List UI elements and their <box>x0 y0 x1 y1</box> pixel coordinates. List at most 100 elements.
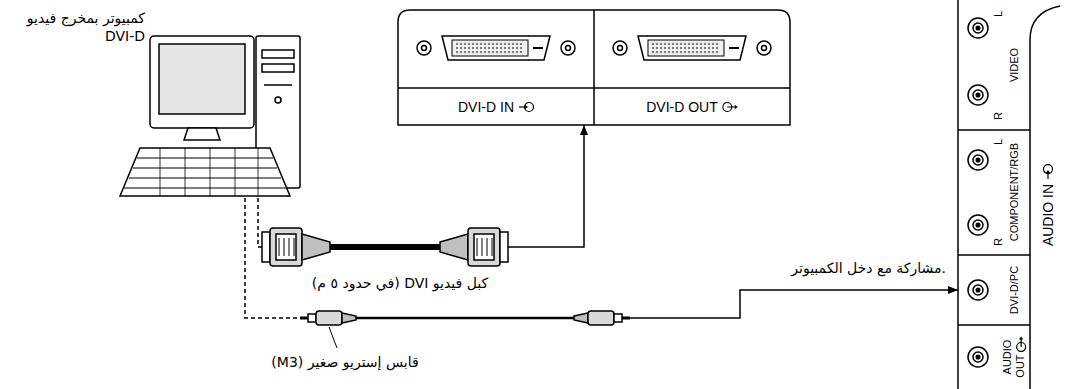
computer-illustration <box>120 36 300 196</box>
port-label: DVI-D IN <box>458 99 514 115</box>
computer-label: كمبيوتر بمخرج فيديو DVI-D <box>27 10 145 44</box>
icon-part <box>525 105 528 109</box>
top-connector-panel <box>398 10 790 125</box>
channel-label: L <box>992 11 1004 17</box>
video-jacks: VIDEO L R <box>958 0 1030 130</box>
top-connector-panel <box>593 10 595 125</box>
audio-jack <box>973 155 983 165</box>
dvi-socket <box>452 40 528 56</box>
dvi-out-port: DVI-D OUT <box>594 10 790 125</box>
audio-panel-outline <box>1030 6 1060 389</box>
computer-illustration <box>124 158 286 188</box>
channel-label-wrap: L <box>992 11 1004 17</box>
audio-jack <box>968 150 988 170</box>
leader-line <box>329 327 337 348</box>
part-label: قابس إستريو صغير (M3) <box>269 353 420 371</box>
dvi-socket <box>422 46 427 51</box>
computer-illustration <box>264 84 292 86</box>
computer-illustration <box>160 148 258 196</box>
icon-part <box>1047 172 1048 179</box>
port-label: DVI-D OUT <box>646 99 718 115</box>
dvi-socket <box>417 36 575 60</box>
arrow-head <box>580 125 588 135</box>
mini-stereo-cable <box>588 311 614 325</box>
dvi-socket <box>456 44 524 52</box>
icon-part <box>525 103 534 112</box>
mini-stereo-cable <box>622 317 630 320</box>
audio-jack <box>973 90 983 100</box>
jack-label: DVI-D/PC <box>1008 266 1020 314</box>
wire <box>268 125 584 247</box>
dvi-socket <box>652 44 720 52</box>
audio-jack <box>968 280 988 300</box>
audio-jack <box>973 23 983 33</box>
dvi-cable <box>279 238 294 256</box>
audio-jack <box>968 347 988 367</box>
dvi-socket <box>762 46 767 51</box>
port-label-wrap: DVI-D OUT <box>646 99 738 115</box>
cable-label: مشاركة مع دخل الكمبيوتر. <box>789 259 948 277</box>
computer-node: كمبيوتر بمخرج فيديو DVI-D <box>15 5 300 198</box>
dvi-cable <box>276 234 296 260</box>
dvi-socket <box>618 46 623 51</box>
jack-label: COMPONENT/RGB <box>1008 143 1020 241</box>
jack-label-wrap: AUDIO OUT <box>1001 333 1027 381</box>
output-icon <box>1015 336 1027 352</box>
audio-jack <box>973 220 983 230</box>
jack-label-wrap: COMPONENT/RGB <box>1008 143 1020 241</box>
icon-part <box>1046 170 1050 173</box>
dvi-cable <box>468 228 500 266</box>
top-connector-panel <box>398 10 790 125</box>
audio-panel-outline <box>958 0 1060 389</box>
dvi-in-port: DVI-D IN <box>398 10 594 125</box>
audio-jack <box>976 355 980 359</box>
jack-label-wrap: DVI-D/PC <box>1008 266 1020 314</box>
audio-panel-outline <box>958 130 1030 325</box>
dvi-cable <box>474 234 494 260</box>
dvi-socket <box>533 47 543 49</box>
group-label-wrap: AUDIO IN <box>1040 164 1056 246</box>
computer-label-wrap: كمبيوتر بمخرج فيديو DVI-D <box>20 9 145 45</box>
dvi-socket <box>613 41 627 55</box>
audio-jack <box>968 85 988 105</box>
audio-panel: AUDIO INVIDEOLRCOMPONENT/RGBLRDVI-D/PCAU… <box>958 0 1030 389</box>
audio-jack <box>976 93 980 97</box>
dvi-socket <box>566 46 571 51</box>
dvi-socket <box>561 41 575 55</box>
audio-jack <box>973 285 983 295</box>
dvi-cable <box>270 228 302 266</box>
port-label-wrap: DVI-D IN <box>458 99 534 115</box>
computer-illustration <box>184 128 220 140</box>
audio-jack <box>968 18 988 367</box>
computer-illustration <box>159 44 245 114</box>
channel-label-wrap: R <box>992 112 1004 120</box>
cable-label: كبل فيديو DVI (في حدود ٥ م) <box>310 274 490 292</box>
input-icon <box>518 101 534 113</box>
mini-stereo-cable <box>300 311 630 325</box>
group-label: AUDIO IN <box>1040 184 1056 246</box>
computer-illustration <box>150 36 254 128</box>
icon-part <box>1019 337 1023 340</box>
audio-jack <box>968 18 988 38</box>
channel-label: R <box>992 112 1004 120</box>
icon-part <box>1044 164 1053 173</box>
dvi-socket <box>729 47 739 49</box>
jack-label-wrap: VIDEO <box>1008 48 1020 82</box>
channel-label: L <box>992 139 1004 145</box>
dvi-socket <box>613 36 771 60</box>
computer-illustration <box>275 97 281 103</box>
dvi-socket <box>638 36 746 60</box>
arrow-head <box>948 286 958 294</box>
audio-jack <box>976 158 980 162</box>
computer-illustration <box>120 148 290 196</box>
computer-illustration <box>262 50 294 58</box>
audio-panel-outline <box>957 0 959 389</box>
dvi-cable <box>302 234 330 260</box>
connector <box>258 125 588 247</box>
computer-illustration <box>262 64 294 72</box>
connector <box>245 198 958 318</box>
mini-stereo-cable <box>316 311 342 325</box>
channel-label: R <box>992 238 1004 246</box>
input-icon <box>1042 164 1054 180</box>
